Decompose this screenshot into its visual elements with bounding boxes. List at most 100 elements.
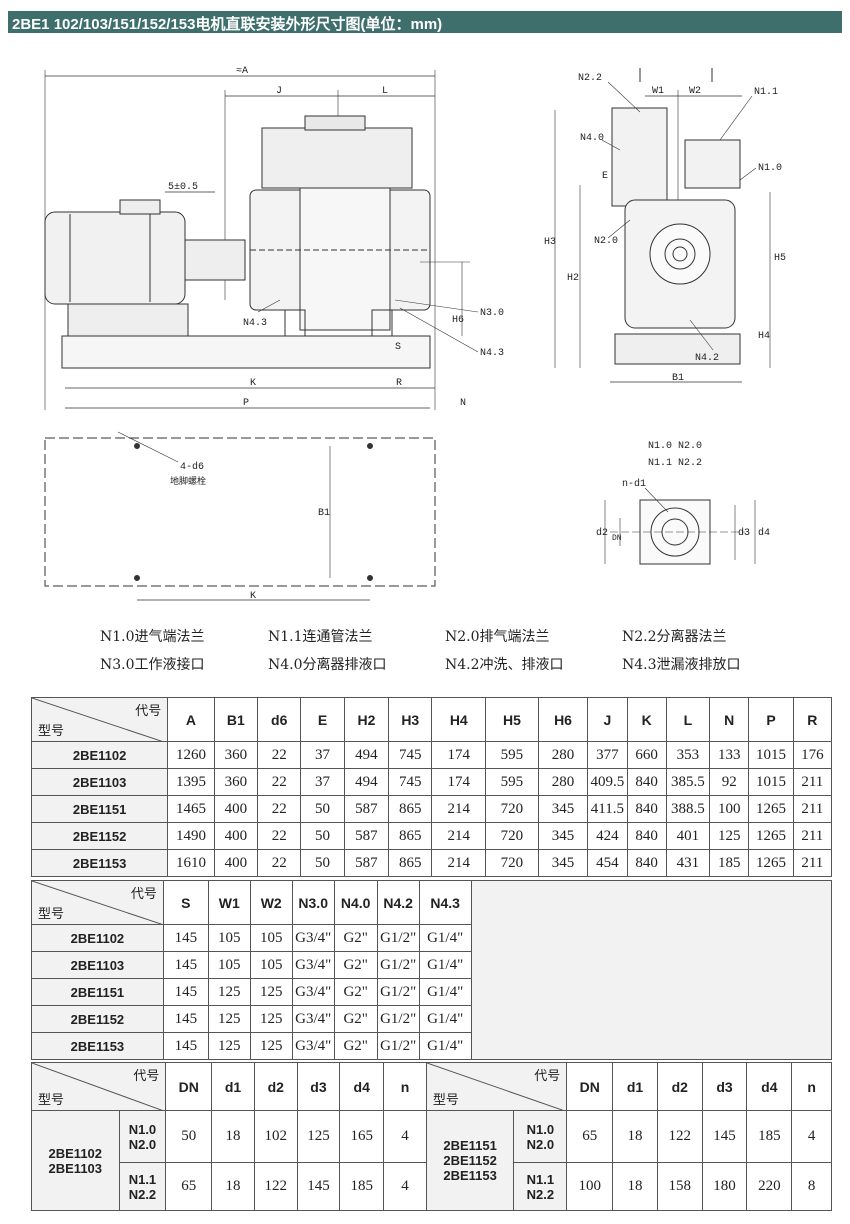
corner-diagonal <box>32 881 164 925</box>
table-row: N1.1 N2.2 65 18 122 145 185 4 N1.1 N2.2 … <box>32 1162 832 1211</box>
table-row: 2BE1102 2BE1103 N1.0 N2.0 50 18 102 125 … <box>31 1110 832 1211</box>
table-row: 2BE1152 1490 400 22 50 587 865 214 720 3… <box>30 822 833 850</box>
value-cell: 345 <box>537 849 589 877</box>
value-cell: 220 <box>746 1162 793 1211</box>
dimension-table-1: 代号 型号 A B1 d6 E H2 H3 H4 H5 H6 J K L N P… <box>30 697 833 877</box>
value-cell: 92 <box>709 768 750 796</box>
corner-diagonal <box>426 1063 565 1111</box>
port-name: N1.1 <box>128 1171 157 1187</box>
value-cell: G2" <box>333 1005 378 1033</box>
label-flange-ports-1: N1.0 N2.0 <box>648 441 702 452</box>
model-cell: 2BE1151 <box>31 978 164 1006</box>
port-name: N2.2 <box>526 1186 555 1202</box>
col-header: d4 <box>746 1062 793 1111</box>
table-row: 2BE1102 145 105 105 G3/4" G2" G1/2" G1/4… <box>31 924 832 952</box>
value-cell: 100 <box>566 1162 614 1211</box>
value-cell: G1/2" <box>376 1032 420 1060</box>
value-cell: 174 <box>431 741 487 769</box>
dim-d4: d4 <box>758 527 770 539</box>
model-cell: 2BE1151 <box>30 795 169 823</box>
value-cell: 865 <box>388 795 433 823</box>
dim-W1: W1 <box>652 86 664 97</box>
front-view <box>44 70 479 410</box>
label-n-d1: n-d1 <box>622 478 646 490</box>
value-cell: 1395 <box>167 768 215 796</box>
value-cell: 211 <box>792 768 833 796</box>
model-name: 2BE1151 <box>443 1138 497 1153</box>
col-header: J <box>587 697 628 742</box>
port-name: N2.0 <box>526 1136 555 1152</box>
dim-W2: W2 <box>689 86 701 97</box>
table1-corner: 代号 型号 <box>30 697 169 742</box>
label-N3.0: N3.0 <box>480 308 504 319</box>
col-header: N <box>709 697 750 742</box>
value-cell: 37 <box>300 741 345 769</box>
value-cell: 660 <box>626 741 667 769</box>
value-cell: 50 <box>300 849 345 877</box>
value-cell: G1/4" <box>418 924 472 952</box>
dim-H6: H6 <box>452 315 464 326</box>
value-cell: 125 <box>207 978 251 1006</box>
legend-n4-2: N4.2冲洗、排液口 <box>445 657 564 673</box>
col-header: DN <box>566 1062 614 1111</box>
value-cell: 280 <box>537 741 589 769</box>
col-header: H6 <box>537 697 589 742</box>
table-row: 2BE1102 1260 360 22 37 494 745 174 595 2… <box>30 741 833 769</box>
col-header: N4.0 <box>333 880 378 925</box>
col-header: N3.0 <box>291 880 335 925</box>
col-header: d4 <box>339 1062 385 1111</box>
value-cell: 50 <box>300 822 345 850</box>
col-header: R <box>792 697 833 742</box>
value-cell: 1265 <box>748 795 794 823</box>
value-cell: 105 <box>207 951 251 979</box>
table-row: 2BE1153 145 125 125 G3/4" G2" G1/2" G1/4… <box>31 1032 832 1060</box>
corner-model-label: 型号 <box>38 724 65 739</box>
col-header: H4 <box>431 697 487 742</box>
value-cell: 4 <box>383 1162 427 1211</box>
value-cell: 174 <box>431 768 487 796</box>
value-cell: 1610 <box>167 849 215 877</box>
value-cell: 720 <box>485 822 539 850</box>
legend-n2-0: N2.0排气端法兰 <box>445 629 550 645</box>
value-cell: 37 <box>300 768 345 796</box>
dim-K-plan: K <box>250 591 256 602</box>
value-cell: 145 <box>162 924 209 952</box>
value-cell: 400 <box>213 795 259 823</box>
value-cell: 377 <box>587 741 628 769</box>
corner-code-label: 代号 <box>130 887 157 902</box>
legend-n4-0: N4.0分离器排液口 <box>268 657 387 673</box>
col-header: W1 <box>207 880 251 925</box>
port-cell: N1.1 N2.2 <box>118 1162 167 1211</box>
value-cell: 720 <box>485 849 539 877</box>
value-cell: G3/4" <box>291 924 335 952</box>
value-cell: G2" <box>333 1032 378 1060</box>
corner-code-label: 代号 <box>135 704 162 719</box>
dim-d2: d2 <box>596 527 608 539</box>
value-cell: 840 <box>626 822 667 850</box>
value-cell: 50 <box>165 1110 213 1163</box>
value-cell: G3/4" <box>291 1032 335 1060</box>
port-name: N1.0 <box>526 1121 555 1137</box>
value-cell: G2" <box>333 978 378 1006</box>
dim-H4: H4 <box>758 331 770 342</box>
model-cell: 2BE1153 <box>30 849 169 877</box>
value-cell: 65 <box>566 1110 614 1163</box>
dim-H5: H5 <box>774 253 786 264</box>
label-N2.0: N2.0 <box>594 236 618 247</box>
dim-R: R <box>396 378 402 389</box>
value-cell: 105 <box>249 951 293 979</box>
dim-L: L <box>382 86 388 97</box>
value-cell: 400 <box>213 822 259 850</box>
col-header: d2 <box>656 1062 703 1111</box>
value-cell: 587 <box>343 849 390 877</box>
dim-A: ≈A <box>236 66 248 77</box>
value-cell: 145 <box>162 951 209 979</box>
value-cell: 745 <box>388 768 433 796</box>
value-cell: 145 <box>162 1032 209 1060</box>
col-header: d6 <box>257 697 302 742</box>
value-cell: 353 <box>665 741 711 769</box>
value-cell: G1/2" <box>376 924 420 952</box>
value-cell: 1015 <box>748 741 794 769</box>
value-cell: 595 <box>485 768 539 796</box>
col-header: d3 <box>296 1062 341 1111</box>
